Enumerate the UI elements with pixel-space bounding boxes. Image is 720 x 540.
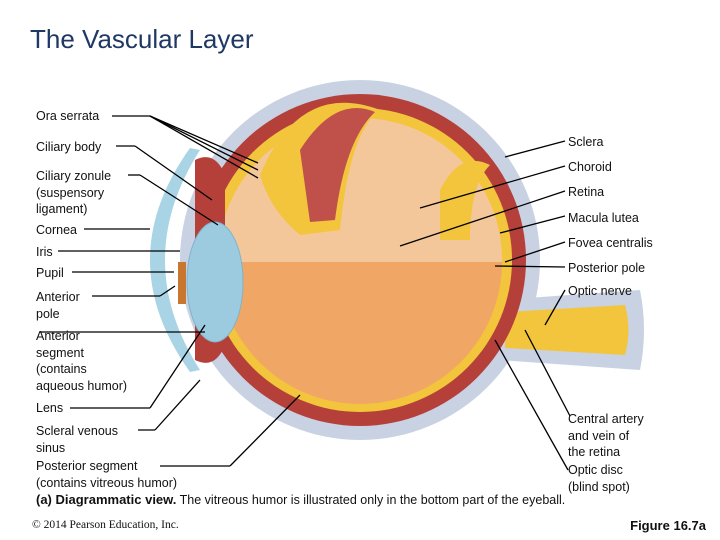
- figure-caption: (a) Diagrammatic view. The vitreous humo…: [36, 492, 565, 507]
- label-anterior-pole-line1: Anterior: [36, 290, 80, 304]
- peeled-flap-2: [440, 160, 490, 240]
- label-retina: Retina: [568, 185, 605, 199]
- label-posterior-segment: Posterior segment (contains vitreous hum…: [36, 458, 177, 491]
- iris: [178, 262, 186, 304]
- vitreous-humor: [218, 262, 502, 404]
- leader-lines-left: [40, 115, 301, 467]
- label-optic-nerve: Optic nerve: [568, 284, 632, 298]
- leader-lines-right: [399, 140, 571, 471]
- label-scleral-venous-sinus-line1: Scleral venous: [36, 424, 118, 438]
- label-posterior-segment-line2: (contains vitreous humor): [36, 475, 178, 490]
- label-lens: Lens: [36, 401, 64, 415]
- copyright: © 2014 Pearson Education, Inc.: [32, 519, 179, 531]
- label-cornea: Cornea: [36, 223, 77, 237]
- label-central-artery: Central artery and vein of the retina: [568, 411, 644, 461]
- caption-bold: (a) Diagrammatic view.: [36, 492, 177, 507]
- label-macula-lutea: Macula lutea: [568, 211, 639, 225]
- label-optic-disc-line1: Optic disc: [568, 463, 623, 477]
- label-central-artery-line2: and vein of: [568, 428, 630, 443]
- label-anterior-segment-line1: Anterior: [36, 329, 80, 343]
- label-anterior-segment-line3: (contains: [36, 362, 87, 376]
- label-posterior-segment-line1: Posterior segment: [36, 459, 138, 473]
- label-anterior-pole: Anterior pole: [36, 289, 80, 322]
- label-sclera: Sclera: [568, 135, 604, 149]
- lens: [186, 221, 244, 343]
- label-central-artery-line3: the retina: [568, 445, 621, 459]
- peeled-choroid-flap: [300, 107, 375, 222]
- label-anterior-pole-line2: pole: [36, 306, 60, 321]
- label-ciliary-zonule-line2: (suspensory: [36, 185, 105, 200]
- optic-nerve: [505, 305, 629, 355]
- label-posterior-pole: Posterior pole: [568, 261, 646, 275]
- caption-text: The vitreous humor is illustrated only i…: [176, 493, 566, 507]
- label-pupil: Pupil: [36, 266, 64, 280]
- label-anterior-segment: Anterior segment (contains aqueous humor…: [36, 328, 127, 394]
- label-ciliary-body: Ciliary body: [36, 140, 102, 154]
- label-ora-serrata: Ora serrata: [36, 109, 100, 123]
- label-iris: Iris: [36, 245, 53, 259]
- page-title: The Vascular Layer: [30, 24, 254, 54]
- label-central-artery-line1: Central artery: [568, 412, 644, 426]
- figure-label: Figure 16.7a: [630, 518, 706, 533]
- label-scleral-venous-sinus-line2: sinus: [36, 440, 66, 455]
- label-ciliary-zonule: Ciliary zonule (suspensory ligament): [36, 168, 111, 218]
- label-ciliary-zonule-line1: Ciliary zonule: [36, 169, 112, 183]
- label-fovea-centralis: Fovea centralis: [568, 236, 653, 250]
- label-anterior-segment-line2: segment: [36, 345, 84, 360]
- label-scleral-venous-sinus: Scleral venous sinus: [36, 423, 118, 456]
- label-anterior-segment-line4: aqueous humor): [36, 378, 128, 393]
- label-optic-disc: Optic disc (blind spot): [568, 462, 630, 495]
- label-ciliary-zonule-line3: ligament): [36, 202, 88, 216]
- cornea: [150, 148, 200, 372]
- label-choroid: Choroid: [568, 160, 612, 174]
- label-optic-disc-line2: (blind spot): [568, 479, 630, 494]
